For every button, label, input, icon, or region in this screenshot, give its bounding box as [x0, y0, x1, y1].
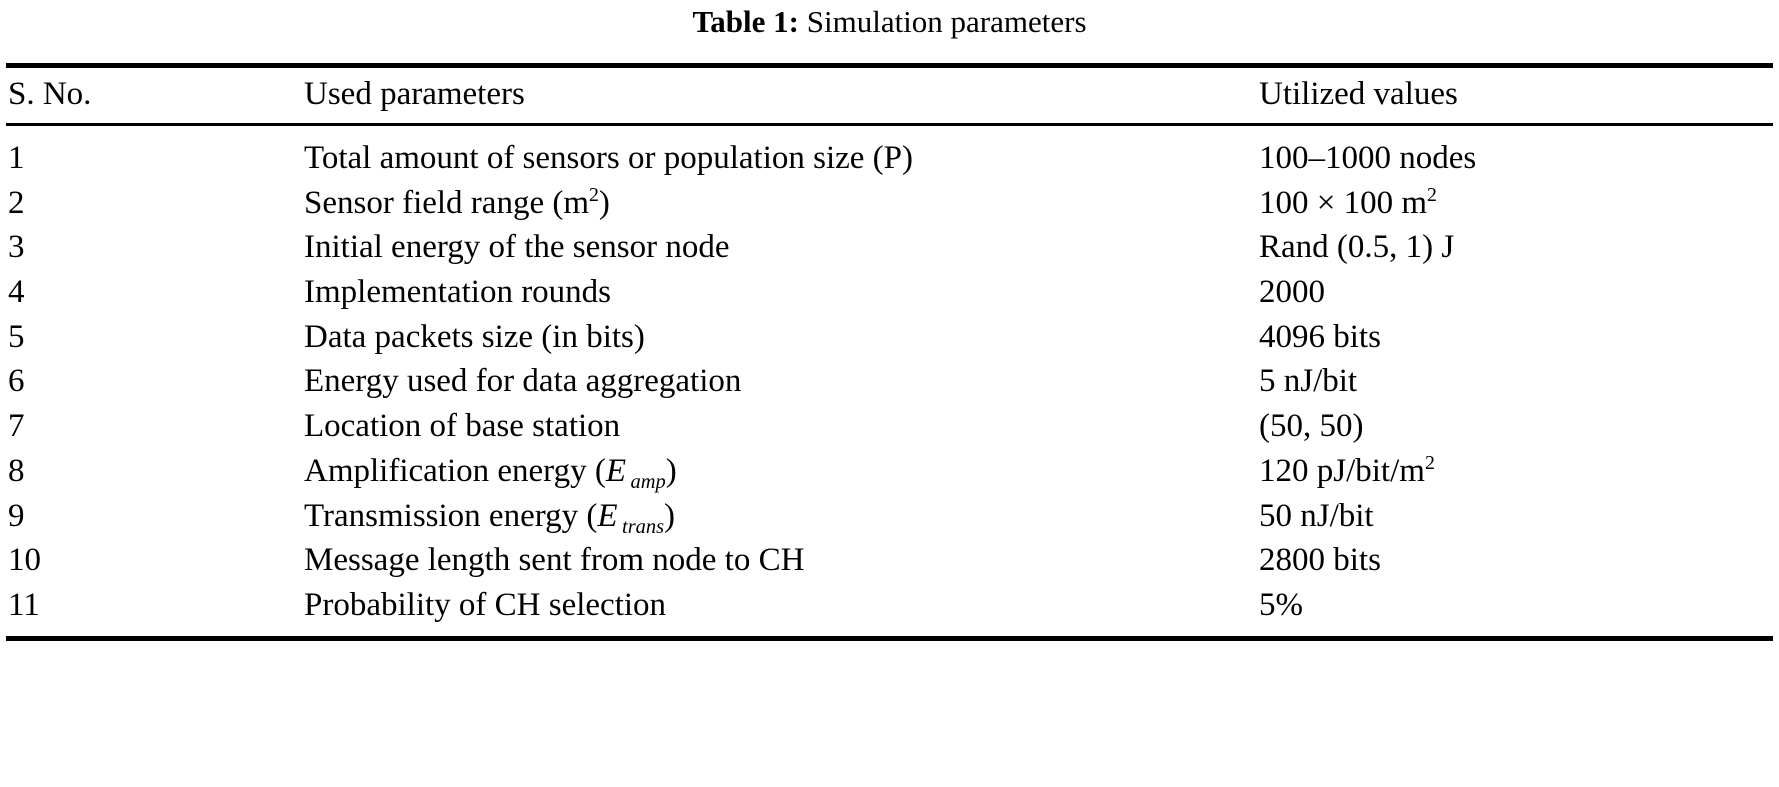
superscript: 2 [589, 183, 599, 206]
table-row: 7 Location of base station (50, 50) [6, 404, 1773, 449]
cell-sno: 11 [8, 587, 40, 623]
header-row: S. No. Used parameters Utilized values [6, 63, 1773, 125]
rule-cell-1 [6, 123, 304, 127]
cell-sno: 1 [8, 139, 25, 176]
cell-sno: 7 [8, 408, 25, 445]
cell-sno: 8 [8, 452, 25, 489]
cell-value: 100–1000 nodes [1259, 139, 1477, 176]
symbol-italic: E [597, 497, 618, 534]
cell-parameter: Probability of CH selection [304, 587, 667, 623]
table-container: S. No. Used parameters Utilized values 1… [6, 37, 1773, 636]
symbol-italic: E [605, 452, 626, 489]
cell-value: 5 nJ/bit [1259, 363, 1358, 400]
cell-parameter: Message length sent from node to CH [304, 542, 805, 579]
cell-sno: 4 [8, 274, 25, 311]
cell-value: (50, 50) [1259, 408, 1364, 445]
subscript-italic: trans [622, 516, 665, 539]
cell-sno: 5 [8, 318, 25, 355]
header-value: Utilized values [1259, 63, 1773, 125]
cell-value: 50 nJ/bit [1259, 497, 1374, 534]
table-row: 6 Energy used for data aggregation 5 nJ/bi… [6, 359, 1773, 404]
table-row: 11 Probability of CH selection 5% [6, 583, 1773, 636]
simulation-parameters-table: S. No. Used parameters Utilized values 1… [6, 63, 1773, 636]
header-separator-rule [6, 123, 1773, 127]
header-parameter: Used parameters [304, 63, 1259, 125]
cell-sno: 6 [8, 363, 25, 400]
cell-value: 4096 bits [1259, 318, 1381, 355]
table-caption: Table 1: Simulation parameters [0, 0, 1779, 37]
cell-value: 120 pJ/bit/m2 [1259, 451, 1435, 489]
cell-value: 2000 [1259, 274, 1325, 311]
rule-cell-3 [1259, 123, 1773, 127]
cell-sno: 9 [8, 497, 25, 534]
cell-sno: 2 [8, 184, 25, 221]
cell-parameter: Sensor field range (m2) [304, 183, 610, 221]
cell-parameter: Total amount of sensors or population si… [304, 139, 914, 176]
table-row: 3 Initial energy of the sensor node Rand (… [6, 225, 1773, 270]
cell-parameter: Initial energy of the sensor node [304, 229, 730, 266]
table-header: S. No. Used parameters Utilized values [6, 63, 1773, 127]
table-row: 1 Total amount of sensors or population s… [6, 126, 1773, 181]
cell-parameter: Implementation rounds [304, 274, 612, 311]
header-sno: S. No. [6, 63, 304, 125]
cell-parameter: Energy used for data aggregation [304, 363, 742, 400]
cell-parameter: Location of base station [304, 408, 621, 445]
cell-parameter: Data packets size (in bits) [304, 318, 645, 355]
caption-label: Table 1: [692, 4, 799, 39]
superscript: 2 [1424, 451, 1435, 474]
rule-cell-2 [304, 123, 1259, 127]
cell-value: 100 × 100 m2 [1259, 183, 1437, 221]
subscript-italic: amp [630, 471, 666, 494]
table-row: 4 Implementation rounds 2000 [6, 270, 1773, 315]
cell-sno: 3 [8, 229, 25, 266]
cell-sno: 10 [8, 542, 41, 579]
table-row: 5 Data packets size (in bits) 4096 bits [6, 315, 1773, 360]
cell-value: 5% [1259, 587, 1303, 623]
cell-value: Rand (0.5, 1) J [1259, 229, 1455, 266]
table-body: 1 Total amount of sensors or population s… [6, 126, 1773, 636]
superscript: 2 [1427, 183, 1437, 206]
cell-value: 2800 bits [1259, 542, 1381, 579]
table-bottom-rule [6, 635, 1773, 641]
caption-text: Simulation parameters [806, 4, 1087, 39]
table-row: 10 Message length sent from node to CH 280… [6, 538, 1773, 583]
